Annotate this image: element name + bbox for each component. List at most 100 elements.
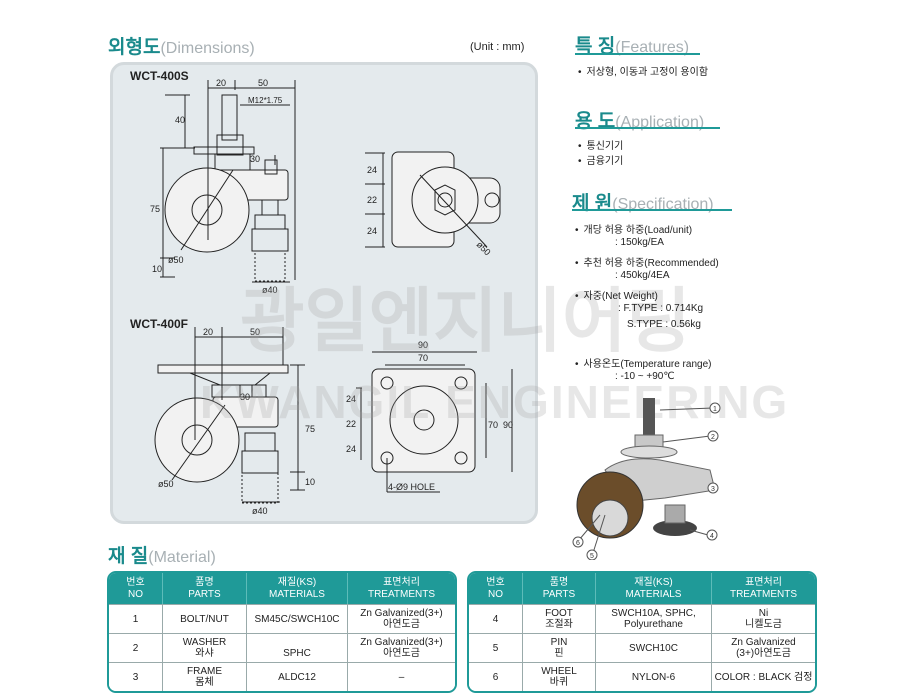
h: MATERIALS — [269, 588, 325, 600]
cell-no: 2 — [109, 633, 163, 662]
h: 표면처리 — [383, 576, 420, 588]
dim-label: 90 — [418, 340, 428, 350]
dim-label: 22 — [346, 419, 356, 429]
cell-material: SWCH10C — [596, 633, 712, 662]
dim-label: 90 — [503, 420, 513, 430]
t: 조절좌 — [545, 619, 573, 630]
features-title-en: (Features) — [615, 39, 690, 56]
dim-label: ø40 — [262, 285, 278, 295]
wct-400s-side-view — [160, 80, 296, 283]
h: 번호 — [126, 576, 145, 588]
h: NO — [128, 588, 143, 600]
callout-3: 3 — [711, 486, 715, 493]
t: Zn Galvanized — [731, 637, 796, 648]
t: 바퀴 — [549, 677, 569, 688]
dim-label: 75 — [150, 204, 160, 214]
cell-no: 4 — [469, 604, 523, 633]
features-title: 특 징 — [575, 36, 616, 57]
cell-no: 5 — [469, 633, 523, 662]
wct-400f-side-view — [154, 327, 305, 504]
dim-label: 24 — [367, 165, 377, 175]
h: TREATMENTS — [367, 588, 436, 600]
divider — [575, 127, 720, 129]
dim-label: 70 — [488, 420, 498, 430]
cell-part: BOLT/NUT — [163, 604, 247, 633]
cell-material: ALDC12 — [247, 662, 348, 691]
wct-400f-top-view — [356, 351, 513, 493]
callout-5: 5 — [590, 553, 594, 560]
t: SWCH10A, SPHC, — [611, 608, 696, 619]
t: PIN — [550, 637, 568, 648]
dim-label: 50 — [250, 327, 260, 337]
t: 아연도금 — [383, 648, 420, 659]
dim-label: 24 — [346, 444, 356, 454]
t: Polyurethane — [624, 619, 683, 630]
dim-label: 30 — [240, 392, 250, 402]
spec-title: 제 원 — [572, 193, 613, 214]
spec-title-en: (Specification) — [612, 196, 714, 213]
cell-no: 6 — [469, 662, 523, 691]
t: Zn Galvanized(3+) — [360, 608, 443, 619]
material-title: 재 질 — [108, 546, 149, 567]
dim-label: 22 — [367, 195, 377, 205]
dim-label: 20 — [203, 327, 213, 337]
dim-label: 24 — [367, 226, 377, 236]
header-materials: 재질(KS)MATERIALS — [247, 573, 348, 604]
dimensions-title: 외형도(Dimensions) — [108, 32, 255, 59]
t: FOOT — [545, 608, 573, 619]
dim-label: 4-Ø9 HOLE — [388, 482, 435, 492]
callout-6: 6 — [576, 540, 580, 547]
feature-item: 저상형, 이동과 고정이 용이함 — [578, 63, 709, 78]
cell-treatment: – — [348, 662, 455, 691]
spec-temp-value: : -10 ~ +90℃ — [615, 371, 675, 382]
model-s-label: WCT-400S — [130, 69, 189, 83]
h: 번호 — [486, 576, 505, 588]
h: NO — [488, 588, 503, 600]
dim-label: 50 — [258, 78, 268, 88]
t: FRAME — [187, 666, 222, 677]
product-illustration: 1 2 3 4 5 6 — [572, 398, 721, 560]
cell-material: SPHC — [247, 633, 348, 662]
spec-recommended-value: : 450kg/4EA — [615, 270, 670, 281]
t: Zn Galvanized(3+) — [360, 637, 443, 648]
spec-load: 개당 허용 하중(Load/unit) — [575, 221, 693, 236]
h: PARTS — [542, 588, 576, 600]
material-title-en: (Material) — [148, 549, 216, 566]
spec-weight-f: : F.TYPE : 0.714Kg — [618, 303, 704, 314]
cell-treatment: Zn Galvanized(3+)아연도금 — [348, 633, 455, 662]
callout-4: 4 — [710, 533, 714, 540]
t: 몸체 — [195, 677, 214, 688]
cell-treatment: Zn Galvanized(3+)아연도금 — [712, 633, 815, 662]
t: WHEEL — [541, 666, 577, 677]
cell-treatment: Zn Galvanized(3+)아연도금 — [348, 604, 455, 633]
spec-weight: 자중(Net Weight) — [575, 287, 658, 302]
spec-load-value: : 150kg/EA — [615, 237, 664, 248]
h: 재질(KS) — [277, 576, 317, 588]
spec-recommended: 추천 허용 하중(Recommended) — [575, 254, 719, 269]
application-title-en: (Application) — [615, 114, 705, 131]
application-item: 금융기기 — [578, 152, 624, 167]
t: Ni — [758, 608, 769, 619]
dim-label: 30 — [250, 154, 260, 164]
table-row: 1 BOLT/NUT SM45C/SWCH10C Zn Galvanized(3… — [109, 604, 455, 633]
wct-400s-top-view — [365, 151, 501, 248]
t: 와샤 — [195, 648, 214, 659]
dim-label: 10 — [305, 477, 315, 487]
callout-2: 2 — [711, 434, 715, 441]
